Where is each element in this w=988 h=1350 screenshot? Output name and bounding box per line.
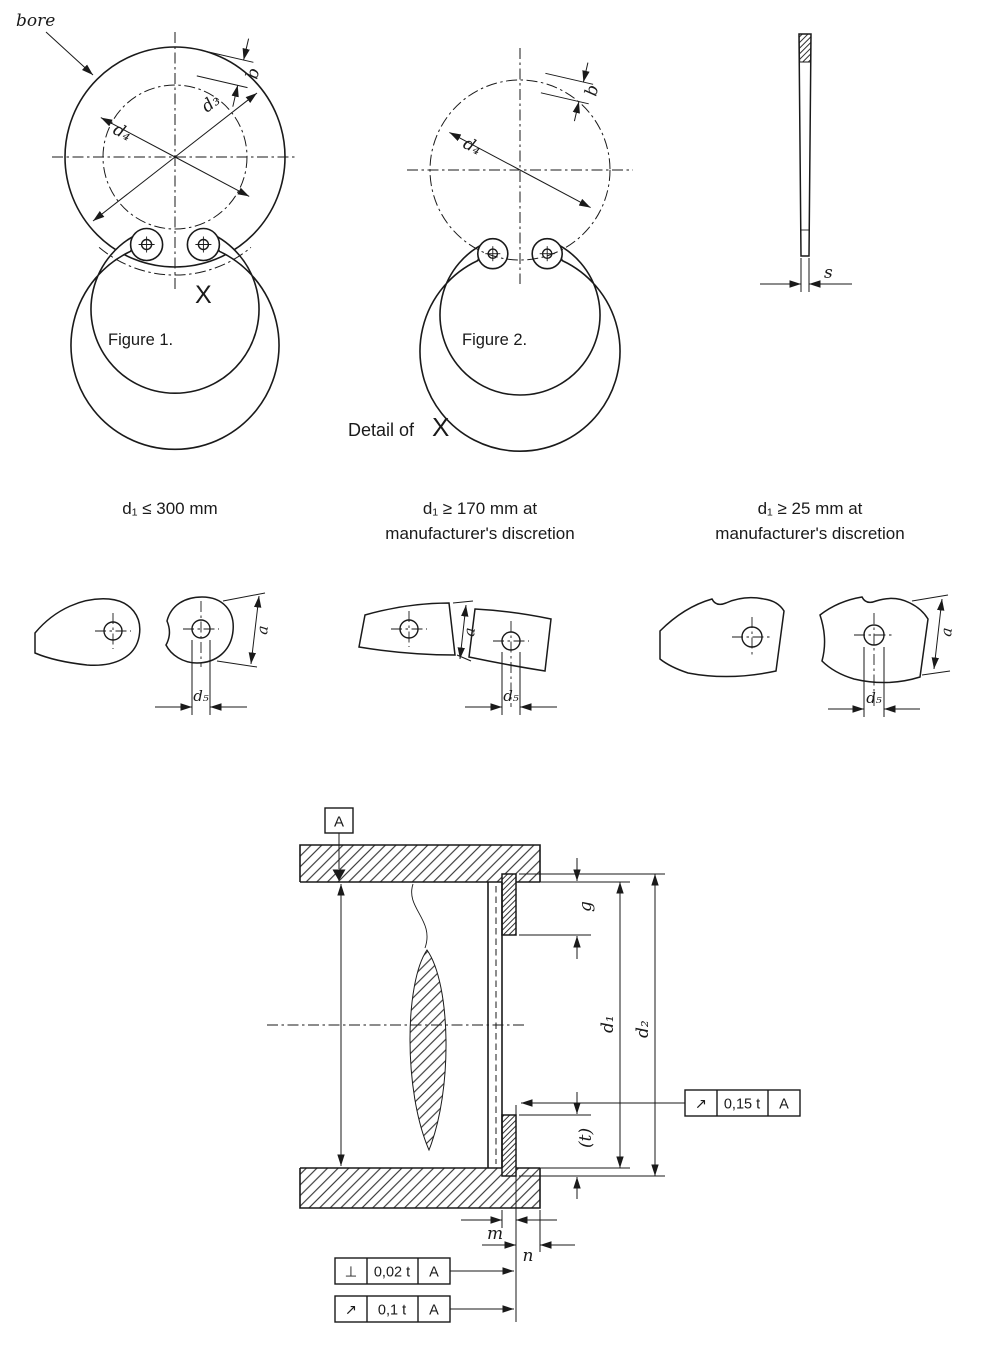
dim-a-label: a [937,627,956,638]
dim-s: s [760,258,852,292]
detail-heading-text: Detail of [348,420,415,440]
ring-section-bottom [501,1114,517,1177]
ring-lug-left [477,237,509,270]
ring-lug-right [531,237,563,270]
variant3-condition-line1: d₁ ≥ 25 mm at [757,499,863,518]
dim-a-label: a [460,627,479,638]
lug-left-hole [95,613,131,649]
dim-d5-label: d₅ [193,687,209,705]
dim-d4-label: d₄ [460,134,485,160]
ring-section-bar [798,33,812,257]
retaining-ring-body [70,231,280,451]
dim-t-label: (t) [576,1128,596,1148]
datum-ref: A [429,1265,439,1281]
lug-left-hole [732,617,772,657]
datum-ref: A [779,1097,789,1113]
dim-g: g [573,858,596,959]
dim-d2: d₂ [633,874,659,1176]
lug-left [659,596,785,678]
dim-d5: d₅ [155,640,247,715]
variant2-drawing: a d₅ [358,600,557,715]
variant2-condition-line2: manufacturer's discretion [385,523,575,543]
dim-n: n [482,1210,575,1266]
figure1-caption: Figure 1. [108,331,174,349]
lug-right-hole [854,613,894,707]
lug-left [34,598,141,666]
dim-m-label: m [487,1224,503,1244]
tolerance-value: 0,1 t [378,1303,406,1319]
variant3-condition: d₁ ≥ 25 mm at manufacturer's discretion [655,497,965,546]
ring-lug-left [129,227,164,262]
variant3-drawing: a d₅ [659,594,956,717]
dim-d1-label: d₁ [598,1015,618,1033]
dim-d5-label: d₅ [503,687,519,705]
dim-d5: d₅ [828,647,920,717]
dim-m: m [461,1210,557,1244]
reference-circle [429,79,611,261]
dim-d5-label: d₅ [866,689,882,707]
datum-triangle-icon [332,869,346,881]
variant1-drawing: a d₅ [34,592,272,715]
variant2-condition-line1: d₁ ≥ 170 mm at [422,499,538,518]
lug-right-hole [183,601,219,667]
lug-right [165,596,234,664]
perpendicularity-icon: ⊥ [345,1265,358,1281]
lug-left-hole [391,611,427,647]
dim-b: b [196,38,264,107]
tolerance-frame-perpendicularity: ⊥ 0,02 t A [334,1257,514,1285]
datum-a: A [324,807,354,881]
dim-s-label: s [824,263,833,283]
dim-n-label: n [523,1246,534,1266]
variant3-condition-line2: manufacturer's discretion [715,523,905,543]
datum-ref: A [429,1303,439,1319]
extension-lines [519,873,665,1177]
breakout-section [409,949,447,1152]
bore-leader-line [45,31,94,76]
reference-circle [102,84,248,230]
dim-d1: d₁ [598,882,624,1168]
section-hatch [798,33,812,63]
dim-d5: d₅ [465,652,557,715]
dim-b: b [540,62,603,122]
variant1-condition: d₁ ≤ 300 mm [30,497,310,522]
dim-d4-label: d₄ [110,120,135,146]
figure2-drawing: d₄ b [407,48,633,452]
dim-a-label: a [253,625,272,636]
tolerance-value: 0,15 t [724,1097,760,1113]
detail-heading-x: X [432,412,450,442]
dim-d3-label: d₃ [198,90,224,117]
runout-icon: ↗ [695,1097,707,1113]
variant1-condition-line1: d₁ ≤ 300 mm [122,499,218,518]
lug-right-hole [493,621,529,707]
dim-g-label: g [576,901,596,912]
bore-label: bore [16,11,55,31]
housing-bottom-hatch [300,1168,540,1208]
detail-x-marker: X [195,281,212,309]
variant2-condition: d₁ ≥ 170 mm at manufacturer's discretion [330,497,630,546]
dim-d2-label: d₂ [633,1020,653,1038]
figure2-caption: Figure 2. [462,331,528,349]
dim-t: (t) [573,1092,596,1199]
dim-a: a [911,594,956,676]
dim-b-label: b [581,83,603,98]
runout-icon: ↗ [345,1303,357,1319]
dim-a: a [452,600,479,662]
tolerance-frame-runout-015: ↗ 0,15 t A [521,1089,801,1117]
tolerance-frame-runout-01: ↗ 0,1 t A [334,1295,514,1323]
detail-heading: Detail of X [348,412,449,443]
side-view-drawing: s [760,33,852,292]
dim-a: a [216,592,272,668]
ring-lug-right [186,227,221,262]
break-line [411,883,428,949]
tolerance-value: 0,02 t [374,1265,410,1281]
ring-section-top [501,873,517,936]
lug-right [468,608,552,672]
figure1-drawing: bore d₄ d₃ b X [16,11,298,451]
installation-section-drawing: A g d₁ d₂ [267,807,801,1323]
retaining-ring-body [419,240,621,452]
datum-a-label: A [334,814,344,831]
deflected-position-arc [98,247,252,276]
dim-b-label: b [242,66,264,81]
